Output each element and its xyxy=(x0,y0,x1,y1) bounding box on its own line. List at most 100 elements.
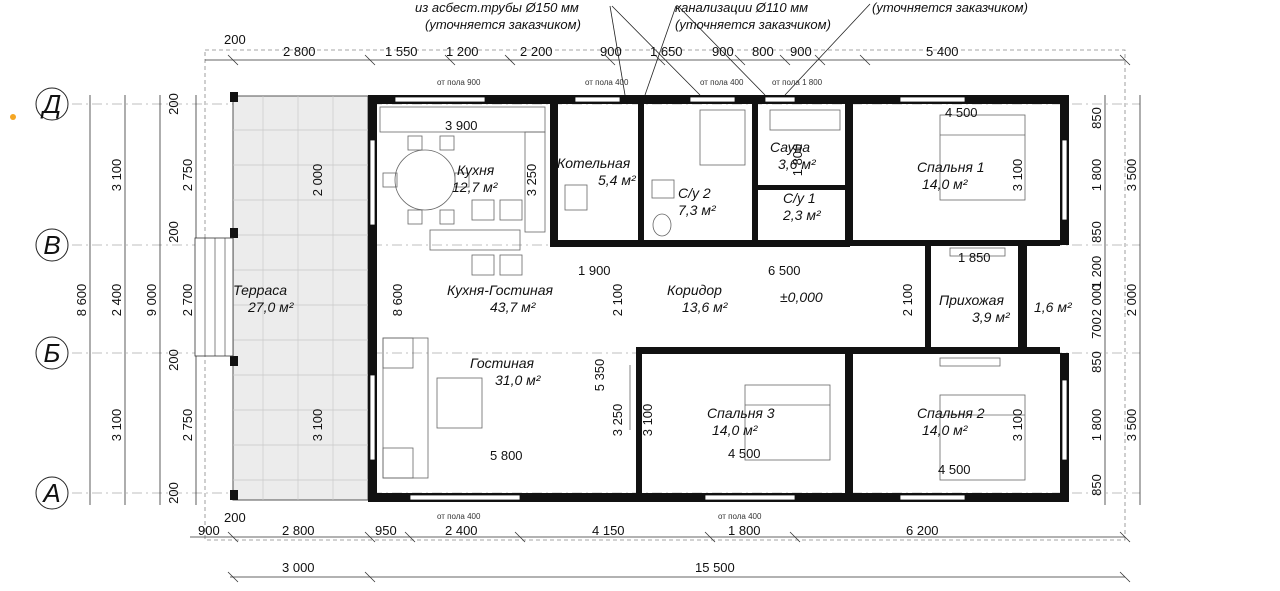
bottom-total-1: 15 500 xyxy=(695,560,735,575)
terrace-deck-grid xyxy=(233,96,368,500)
note-pipe-asbestos-sub: (уточняется заказчиком) xyxy=(425,17,581,32)
top-dim-10: 5 400 xyxy=(926,44,959,59)
axis-bubble-a xyxy=(35,476,69,510)
top-dimension-chain: 200 2 800 1 550 1 200 2 200 900 1 650 90… xyxy=(205,32,1131,66)
top-dim-1: 2 800 xyxy=(283,44,316,59)
inner-dim-11: 4 500 xyxy=(945,105,978,120)
top-notes: из асбест.трубы Ø150 мм (уточняется зака… xyxy=(415,0,1028,96)
top-dim-7: 900 xyxy=(712,44,734,59)
room-wc2-area: 7,3 м² xyxy=(678,202,717,218)
room-hallway-name: Прихожая xyxy=(939,292,1004,308)
callout-leaders xyxy=(609,3,871,96)
room-bedroom2-area: 14,0 м² xyxy=(922,422,969,438)
sill-note-1: от пола 400 xyxy=(585,78,629,87)
room-bedroom3-area: 14,0 м² xyxy=(712,422,759,438)
right-dimension-labels: 850 1 800 850 1 200 2 000 700 850 1 800 … xyxy=(1089,107,1139,496)
top-dim-2: 1 550 xyxy=(385,44,418,59)
bath-fixtures xyxy=(564,109,841,237)
inner-dim-5: 8 600 xyxy=(390,284,405,317)
bottom-total-0: 3 000 xyxy=(282,560,315,575)
note-sewer-sub: (уточняется заказчиком) xyxy=(675,17,831,32)
bottom-dim-4: 2 400 xyxy=(445,523,478,538)
axis-label-b: Б xyxy=(44,338,61,368)
outer-dashed-frame xyxy=(204,49,1126,541)
top-dim-0: 200 xyxy=(224,32,246,47)
left-dim-col2-2: 3 100 xyxy=(109,409,124,442)
top-dim-5: 900 xyxy=(600,44,622,59)
left-dim-col5-2: 200 xyxy=(166,349,181,371)
room-sauna-name: Сауна xyxy=(770,139,810,155)
axis-bubble-v xyxy=(35,228,69,262)
sill-note-4: от пола 400 xyxy=(437,512,481,521)
inner-dim-7: 2 100 xyxy=(900,284,915,317)
room-wc2-name: С/у 2 xyxy=(678,185,711,201)
right-dim-col1-1: 1 800 xyxy=(1089,159,1104,192)
beds xyxy=(744,114,1026,481)
right-dim-col2-0: 3 500 xyxy=(1124,159,1139,192)
axis-label-a: А xyxy=(41,478,60,508)
left-dim-col4-1: 2 700 xyxy=(180,284,195,317)
bottom-dim-0: 900 xyxy=(198,523,220,538)
right-dim-col2-1: 2 000 xyxy=(1124,284,1139,317)
room-terrace-area: 27,0 м² xyxy=(247,299,295,315)
axis-label-d: Д xyxy=(40,89,61,119)
inner-dim-6: 2 100 xyxy=(610,284,625,317)
left-dim-col3-0: 9 000 xyxy=(144,284,159,317)
room-terrace-name: Терраса xyxy=(233,282,287,298)
room-boiler-area: 5,4 м² xyxy=(598,172,637,188)
top-dim-4: 2 200 xyxy=(520,44,553,59)
right-dim-col1-5: 700 xyxy=(1089,317,1104,339)
right-dim-col1-4: 2 000 xyxy=(1089,284,1104,317)
room-sauna-area: 3,6 м² xyxy=(778,156,817,172)
sill-note-0: от пола 900 xyxy=(437,78,481,87)
room-bedroom1-name: Спальня 1 xyxy=(917,159,985,175)
room-bedroom2-name: Спальня 2 xyxy=(917,405,985,421)
room-bedroom3-name: Спальня 3 xyxy=(707,405,775,421)
inner-dim-19: 3 100 xyxy=(310,409,325,442)
bottom-dim-5: 4 150 xyxy=(592,523,625,538)
axis-bubbles: Д В Б А xyxy=(10,87,69,510)
room-living-area: 31,0 м² xyxy=(495,372,542,388)
right-dim-col1-2: 850 xyxy=(1089,221,1104,243)
left-dim-col5-1: 200 xyxy=(166,221,181,243)
right-dim-col1-7: 1 800 xyxy=(1089,409,1104,442)
bottom-dim-6: 1 800 xyxy=(728,523,761,538)
left-dim-col4-0: 2 750 xyxy=(180,159,195,192)
inner-dim-9: 3 250 xyxy=(610,404,625,437)
room-bedroom1-area: 14,0 м² xyxy=(922,176,969,192)
right-dim-col1-3: 1 200 xyxy=(1089,256,1104,289)
right-dimension-chains xyxy=(1104,95,1141,505)
left-dim-col2-0: 3 100 xyxy=(109,159,124,192)
right-dim-col1-0: 850 xyxy=(1089,107,1104,129)
left-dim-col5-3: 200 xyxy=(166,482,181,504)
note-sewer: канализации Ø110 мм xyxy=(675,0,808,15)
floor-level-mark: ±0,000 xyxy=(780,289,823,305)
inner-dim-10: 5 800 xyxy=(490,448,523,463)
left-dimension-labels: 8 600 3 100 2 400 3 100 9 000 2 750 2 70… xyxy=(74,93,195,504)
inner-dim-3: 1 900 xyxy=(578,263,611,278)
top-dim-6: 1 650 xyxy=(650,44,683,59)
vestibule-area: 1,6 м² xyxy=(1034,299,1073,315)
inner-dim-0: 3 900 xyxy=(445,118,478,133)
right-dim-col1-6: 850 xyxy=(1089,351,1104,373)
inner-dim-18: 1 800 xyxy=(790,144,805,177)
note-pipe-asbestos: из асбест.трубы Ø150 мм xyxy=(415,0,579,15)
left-dim-col5-0: 200 xyxy=(166,93,181,115)
terrace-steps xyxy=(194,237,234,357)
terrace xyxy=(194,92,369,501)
terrace-floor xyxy=(232,95,369,501)
room-kitchen-name: Кухня xyxy=(457,162,495,178)
left-dim-col4-2: 2 750 xyxy=(180,409,195,442)
bottom-dimension-chain: 900 200 2 800 950 2 400 4 150 1 800 6 20… xyxy=(190,510,1131,583)
left-dim-col2-1: 2 400 xyxy=(109,284,124,317)
bottom-dim-3: 950 xyxy=(375,523,397,538)
bottom-dim-2: 2 800 xyxy=(282,523,315,538)
room-corridor-name: Коридор xyxy=(667,282,722,298)
bottom-dim-1: 200 xyxy=(224,510,246,525)
inner-dim-15: 3 100 xyxy=(1010,159,1025,192)
accent-dot xyxy=(10,114,16,120)
room-hallway-area: 3,9 м² xyxy=(972,309,1011,325)
room-kitchen-living-name: Кухня-Гостиная xyxy=(447,282,553,298)
sill-height-notes: от пола 900 от пола 400 от пола 400 от п… xyxy=(437,78,823,521)
